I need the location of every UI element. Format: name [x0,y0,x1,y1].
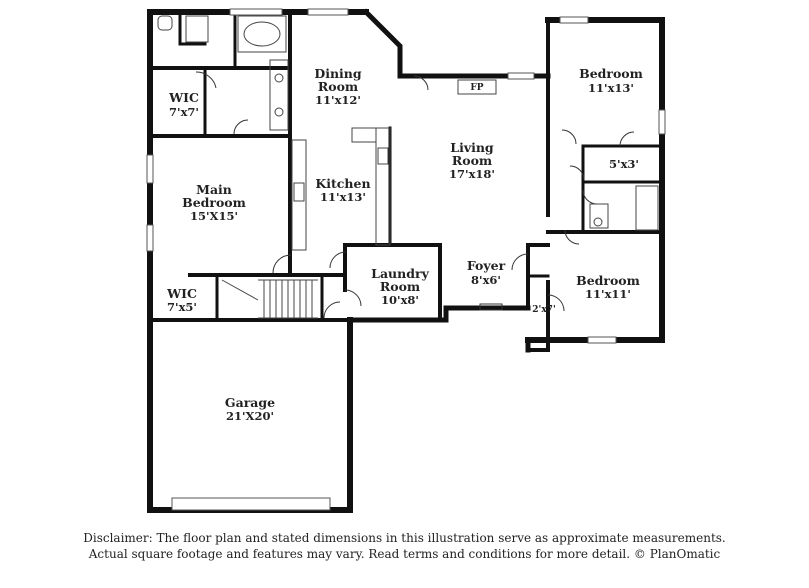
foyer-size: 8'x6' [471,273,501,287]
wic-top-name: WIC [168,90,199,105]
kitchen-size: 11'x13' [320,190,366,204]
wic-bottom-size: 7'x5' [167,300,197,314]
garage-size: 21'X20' [226,409,274,423]
room-labels: Dining Room 11'x12' Living Room 17'x18' … [166,66,643,423]
garage-name: Garage [225,395,275,410]
fireplace-label: FP [470,83,483,93]
kitchen-name: Kitchen [315,176,370,191]
main-bedroom-size: 15'X15' [190,209,238,223]
bedroom-bottom-size: 11'x11' [585,287,631,301]
living-room-name-1: Living [450,140,494,155]
bedroom-top-name: Bedroom [579,66,643,81]
wic-top-size: 7'x7' [169,105,199,119]
doors [195,71,635,319]
shower-icon [185,15,209,43]
dining-room-name-1: Dining [314,66,362,81]
walls [147,8,665,513]
living-room-name-2: Room [452,153,492,168]
fixtures [157,15,659,319]
living-room-size: 17'x18' [449,167,495,181]
fireplace-icon [457,79,497,95]
laundry-room-name-1: Laundry [371,266,429,281]
stairs [221,279,318,319]
foyer-name: Foyer [467,258,506,273]
small-closet-size: 2'x7' [532,305,555,315]
laundry-room-name-2: Room [380,279,420,294]
bedroom-top-size: 11'x13' [588,81,634,95]
wic-bottom-name: WIC [166,286,197,301]
disclaimer-line-2: Actual square footage and features may v… [88,547,721,561]
windows [146,8,666,511]
laundry-room-size: 10'x8' [381,293,419,307]
main-bedroom-name-1: Main [196,182,232,197]
bedroom-bottom-name: Bedroom [576,273,640,288]
disclaimer: Disclaimer: The floor plan and stated di… [0,530,809,562]
dining-room-size: 11'x12' [315,93,361,107]
closet-size: 5'x3' [609,157,639,171]
bathtub-icon [243,21,281,47]
toilet-icon [157,15,173,31]
dining-room-name-2: Room [318,79,358,94]
main-bedroom-name-2: Bedroom [182,195,246,210]
disclaimer-line-1: Disclaimer: The floor plan and stated di… [83,531,726,545]
